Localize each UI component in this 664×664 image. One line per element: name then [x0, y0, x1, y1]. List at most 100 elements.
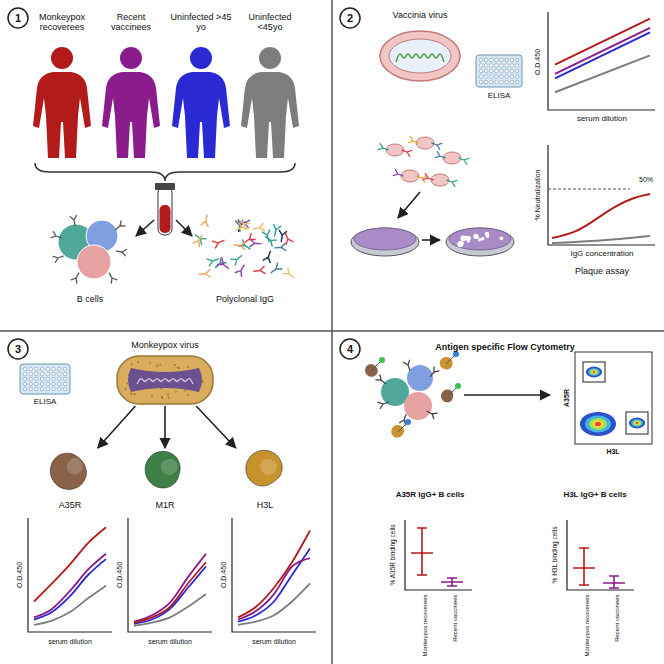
flow-plot	[580, 412, 616, 436]
node-label: Polyclonal IgG	[214, 294, 276, 304]
person-figure	[172, 72, 230, 158]
flow-arrow	[398, 192, 420, 218]
antibody-cloud-shape	[218, 259, 231, 271]
antigen-protein-shape	[260, 459, 276, 475]
labelled-b-cells	[391, 425, 404, 438]
panel-divider	[0, 330, 664, 332]
error-bar-plot	[405, 520, 634, 590]
step-number-text: 3	[13, 343, 23, 356]
person-figure	[259, 47, 281, 69]
monkeypox-virion-shape	[156, 365, 158, 367]
person-figure	[190, 47, 212, 69]
flow-plot	[636, 422, 639, 424]
connector-arrow	[164, 406, 166, 448]
antibody-cloud-shape	[207, 256, 220, 266]
b-cell-cluster-shape	[114, 221, 125, 232]
labelled-b-cells	[372, 362, 380, 370]
group-label: Uninfected <45yo	[239, 12, 301, 33]
step-number-shape	[340, 339, 360, 359]
monkeypox-virion-shape	[168, 397, 170, 399]
petri-dish	[481, 237, 485, 241]
flow-arrow	[136, 220, 192, 236]
person-figure	[102, 72, 160, 158]
axis-label: % A35R binding cells	[389, 524, 396, 585]
step-number-text: 1	[13, 12, 23, 25]
antibody-virus-particle	[458, 155, 469, 164]
elisa-plate	[495, 69, 499, 73]
labelled-b-cells	[448, 388, 456, 396]
elisa-plate	[63, 372, 67, 376]
elisa-plate	[515, 80, 519, 84]
elisa-plate	[505, 58, 509, 62]
flow-plot	[633, 420, 641, 425]
petri-dish	[446, 228, 514, 256]
antibody-virus-particle	[435, 152, 446, 161]
antibody-cloud-shape	[263, 250, 273, 263]
b-cell-cluster-shape	[106, 272, 116, 284]
petri-dish	[473, 234, 478, 239]
elisa-plate	[57, 367, 61, 371]
elisa-plate	[35, 387, 39, 391]
monkeypox-virion-shape	[161, 396, 163, 398]
elisa-plate	[23, 387, 27, 391]
line-chart	[555, 55, 650, 92]
elisa-plate	[63, 377, 67, 381]
elisa-plate	[489, 64, 493, 68]
elisa-plate	[479, 80, 483, 84]
antibody-cloud-shape	[234, 241, 245, 249]
elisa-plate	[489, 69, 493, 73]
group-label: Recent vaccinees	[100, 12, 162, 33]
petri-dish	[486, 235, 490, 239]
antigen-protein-shape	[246, 450, 282, 486]
antibody-virus-particle	[423, 174, 434, 183]
monkeypox-virion-shape	[159, 364, 161, 366]
neutralization-chart	[548, 145, 655, 245]
elisa-plate	[20, 364, 70, 394]
elisa-plate	[479, 69, 483, 73]
elisa-plate	[35, 372, 39, 376]
flow-arrow	[136, 220, 154, 236]
petri-dish	[464, 236, 469, 241]
labelled-b-cells	[398, 424, 406, 432]
elisa-plate	[57, 377, 61, 381]
petri-dish	[354, 228, 416, 250]
antibody-cloud-shape	[213, 257, 226, 270]
vaccinia-virion-shape	[389, 39, 451, 73]
flow-arrow	[464, 394, 550, 396]
antibody-cloud-shape	[235, 263, 247, 276]
step-number: 3	[7, 338, 29, 360]
flow-arrow	[464, 395, 550, 396]
step-number-shape	[8, 339, 28, 359]
elisa-plate	[500, 80, 504, 84]
petri-dish	[500, 236, 504, 240]
error-bar-plot	[573, 548, 595, 585]
labelled-b-cells	[365, 351, 461, 438]
category-label: Monkeypox recoverees	[422, 594, 429, 656]
step-number-text: 4	[345, 343, 355, 356]
connector-arrow	[196, 406, 236, 448]
brace	[35, 163, 295, 181]
antigen-protein: M1R	[133, 448, 197, 510]
error-bar-plot	[567, 520, 634, 590]
b-cell-cluster: B cells	[38, 212, 142, 304]
line-chart	[548, 12, 655, 110]
monkeypox-virion-shape	[178, 367, 180, 369]
vaccinia-virion-shape	[396, 54, 444, 62]
antibody-virus-particle	[431, 140, 442, 149]
elisa-plate	[57, 387, 61, 391]
flow-plot	[583, 362, 605, 382]
elisa-plate	[23, 367, 27, 371]
antigen-protein: A35R	[38, 448, 102, 510]
elisa-plate	[484, 69, 488, 73]
elisa-plate	[484, 58, 488, 62]
petri-dish	[457, 241, 463, 247]
person-figure	[120, 47, 142, 69]
method-label: Plaque assay	[547, 266, 657, 276]
elisa-plate	[515, 69, 519, 73]
antibody-virus-particle	[378, 137, 469, 187]
elisa-plate	[479, 58, 483, 62]
elisa-plate	[52, 372, 56, 376]
person-figure	[33, 47, 299, 158]
antibody-cloud-shape	[231, 253, 244, 265]
elisa-plate	[46, 382, 50, 386]
